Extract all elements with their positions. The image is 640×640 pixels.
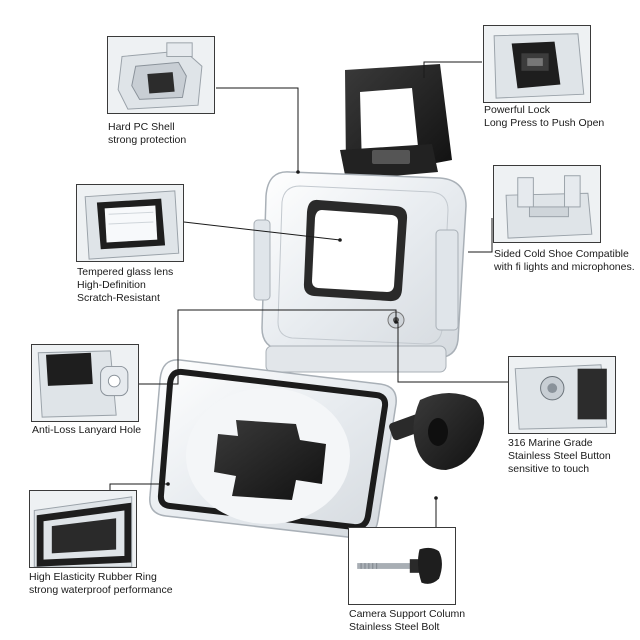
thumb-lanyard-hole xyxy=(31,344,139,422)
thumb-steel-bolt xyxy=(348,527,456,605)
thumb-screw xyxy=(389,393,485,470)
caption-line: Sided Cold Shoe Compatible xyxy=(494,248,629,260)
caption-line: High Elasticity Rubber Ring xyxy=(29,571,157,583)
caption-line: Stainless Steel Button xyxy=(508,450,611,462)
glass-detail-image xyxy=(77,185,183,261)
caption-line: 316 Marine Grade xyxy=(508,437,593,449)
lanyard-detail-image xyxy=(32,345,138,421)
caption-cold-shoe: Sided Cold Shoe Compatible with fi light… xyxy=(494,248,635,274)
caption-line: Camera Support Column xyxy=(349,608,466,620)
caption-line: Long Press to Push Open xyxy=(484,117,605,129)
caption-line: Scratch-Resistant xyxy=(77,292,160,304)
caption-line: Tempered glass lens xyxy=(77,266,174,278)
caption-line: High-Definition xyxy=(77,279,146,291)
caption-line: strong waterproof performance xyxy=(29,584,173,596)
caption-line: with fi lights and microphones. xyxy=(494,261,635,273)
caption-steel-button: 316 Marine Grade Stainless Steel Button … xyxy=(508,437,611,476)
thumb-powerful-lock xyxy=(483,25,591,103)
caption-line: Anti-Loss Lanyard Hole xyxy=(32,424,142,436)
caption-line: strong protection xyxy=(108,134,187,146)
thumb-rubber-ring xyxy=(29,490,137,568)
caption-hard-shell: Hard PC Shell strong protection xyxy=(108,121,186,147)
caption-rubber-ring: High Elasticity Rubber Ring strong water… xyxy=(29,571,173,597)
caption-line: Hard PC Shell xyxy=(108,121,175,133)
caption-line: sensitive to touch xyxy=(508,463,590,475)
ring-detail-image xyxy=(30,491,136,567)
shell-detail-image xyxy=(108,37,214,113)
thumb-cold-shoe xyxy=(493,165,601,243)
caption-steel-bolt: Camera Support Column Stainless Steel Bo… xyxy=(349,608,465,634)
caption-lanyard-hole: Anti-Loss Lanyard Hole xyxy=(32,424,141,437)
cold-shoe-detail-image xyxy=(494,166,600,242)
lock-detail-image xyxy=(484,26,590,102)
caption-line: Stainless Steel Bolt xyxy=(349,621,440,633)
upper-shell xyxy=(253,171,467,359)
thumb-steel-button xyxy=(508,356,616,434)
caption-powerful-lock: Powerful Lock Long Press to Push Open xyxy=(484,104,604,130)
thumb-tempered-glass xyxy=(76,184,184,262)
lock-latch xyxy=(340,64,452,180)
caption-tempered-glass: Tempered glass lens High-Definition Scra… xyxy=(77,266,173,305)
bolt-detail-image xyxy=(349,528,455,604)
button-detail-image xyxy=(509,357,615,433)
caption-line: Powerful Lock xyxy=(484,104,550,116)
lower-door xyxy=(149,359,397,539)
thumb-hard-shell xyxy=(107,36,215,114)
